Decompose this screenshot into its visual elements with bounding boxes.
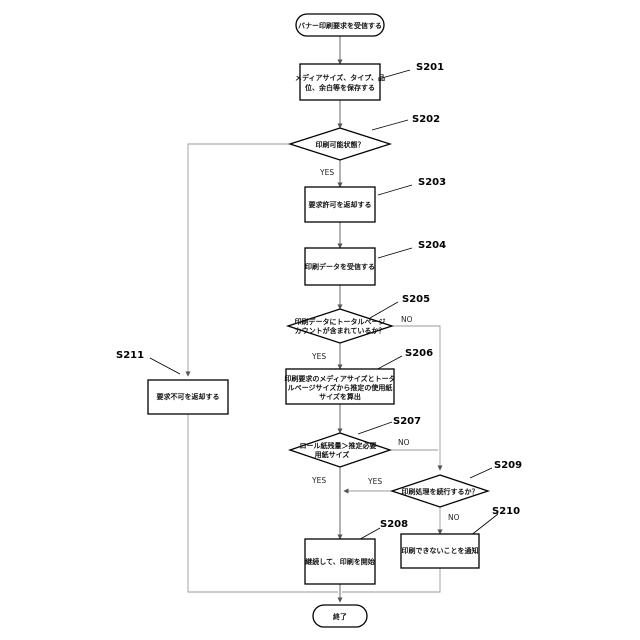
step-s206-text-line-3: サイズを算出	[319, 392, 361, 401]
leader-s204	[378, 248, 412, 258]
branch-label-s205-yes: YES	[311, 352, 326, 361]
step-s203: 要求許可を返却する	[305, 187, 375, 222]
step-s201: メディアサイズ、タイプ、品 位、余白等を保存する	[295, 64, 385, 100]
step-label-s201: S201	[416, 62, 444, 73]
step-s206-text-line-1: 印刷要求のメディアサイズとトータ	[284, 374, 395, 383]
decision-s207-text-line-1: ロール紙残量＞推定必要	[300, 441, 377, 450]
leader-s203	[378, 185, 412, 195]
step-s206-text-line-2: ルページサイズから推定の使用紙	[288, 383, 393, 392]
step-s208-text: 継続して、印刷を開始	[305, 557, 374, 566]
arrow-s202-to-s211	[188, 144, 290, 376]
leader-s202	[372, 120, 408, 130]
leader-s210	[470, 514, 498, 536]
branch-label-s207-yes: YES	[311, 476, 326, 485]
branch-label-s209-no: NO	[448, 513, 460, 522]
end-text: 終了	[333, 612, 347, 621]
step-s204: 印刷データを受信する	[305, 248, 375, 285]
leader-s211	[150, 358, 180, 374]
step-label-s211: S211	[116, 350, 144, 361]
step-s203-text: 要求許可を返却する	[309, 200, 372, 209]
branch-label-s205-no: NO	[401, 315, 413, 324]
decision-s205-text-line-2: カウントが含まれているか？	[295, 326, 386, 335]
step-label-s204: S204	[418, 240, 446, 251]
leader-s205	[370, 302, 398, 318]
step-s204-text: 印刷データを受信する	[305, 262, 375, 271]
decision-s207-diamond	[290, 433, 390, 467]
step-s201-text-line-2: 位、余白等を保存する	[305, 83, 375, 92]
step-s206: 印刷要求のメディアサイズとトータ ルページサイズから推定の使用紙 サイズを算出	[284, 369, 395, 404]
decision-s202-text: 印刷可能状態？	[316, 140, 365, 149]
step-label-s203: S203	[418, 177, 446, 188]
step-label-s209: S209	[494, 460, 522, 471]
decision-s205-text-line-1: 印刷データにトータルページ	[295, 317, 386, 326]
step-label-s206: S206	[405, 348, 433, 359]
step-s210-text: 印刷できないことを通知	[402, 546, 479, 555]
leader-s209	[470, 468, 492, 478]
leader-s207	[358, 422, 392, 434]
decision-s207-text-line-2: 用紙サイズ	[315, 450, 350, 459]
step-s201-text-line-1: メディアサイズ、タイプ、品	[295, 73, 385, 82]
branch-label-s209-yes: YES	[367, 477, 382, 486]
step-label-s207: S207	[393, 416, 421, 427]
decision-s207: ロール紙残量＞推定必要 用紙サイズ	[290, 433, 390, 467]
step-s211: 要求不可を返却する	[148, 380, 228, 414]
step-s208: 継続して、印刷を開始	[305, 539, 375, 584]
step-s210: 印刷できないことを通知	[401, 534, 479, 568]
step-label-s210: S210	[492, 506, 520, 517]
leader-s201	[382, 70, 410, 78]
start-terminal: バナー印刷要求を受信する	[296, 14, 384, 36]
step-label-s202: S202	[412, 114, 440, 125]
decision-s209: 印刷処理を続行するか？	[392, 475, 488, 507]
start-text: バナー印刷要求を受信する	[298, 21, 382, 30]
step-s211-text: 要求不可を返却する	[157, 392, 220, 401]
step-label-s205: S205	[402, 294, 430, 305]
decision-s209-text: 印刷処理を続行するか？	[402, 487, 479, 496]
branch-label-s202-yes: YES	[319, 168, 334, 177]
end-terminal: 終了	[313, 605, 367, 627]
step-s201-box	[300, 64, 380, 100]
step-label-s208: S208	[380, 519, 408, 530]
decision-s202: 印刷可能状態？	[290, 128, 390, 160]
branch-label-s207-no: NO	[398, 438, 410, 447]
